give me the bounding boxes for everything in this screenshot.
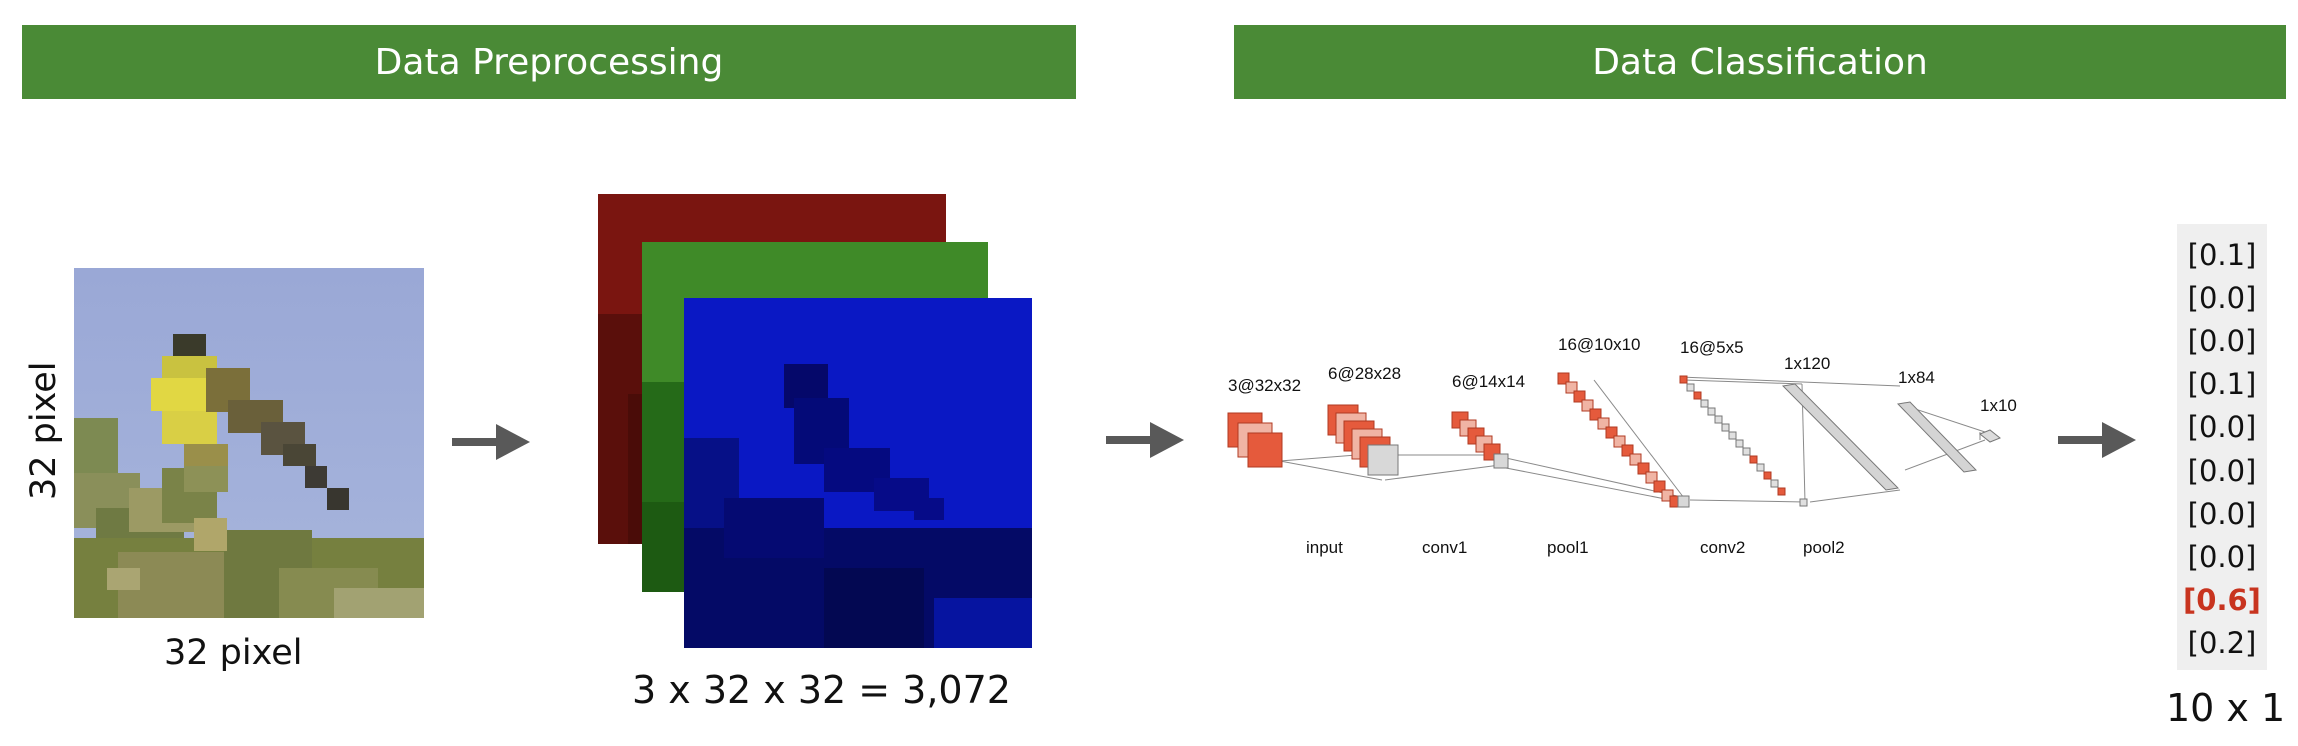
pool1-maps [1451,411,1509,469]
fc10-layer [1979,429,2001,443]
output-value: [0.1] [2187,238,2257,272]
output-value: [0.1] [2187,367,2257,402]
bird-image [74,268,424,618]
output-value: [0.0] [2187,496,2257,531]
layer-label: conv2 [1700,538,1745,557]
layer-label: input [1306,538,1343,557]
bird [151,334,349,510]
output-value: [0.0] [2187,453,2257,488]
shape-label: 6@28x28 [1328,364,1401,383]
width-label: 32 pixel [164,633,303,673]
output-value: [0.0] [2187,539,2257,574]
shape-label: 3@32x32 [1228,376,1301,395]
output-value: [0.2] [2187,625,2257,660]
conv1-maps [1327,404,1399,476]
data-classification-banner: Data Classification [1234,25,2286,99]
conv2-maps [1557,372,1690,508]
shape-label: 1x120 [1784,354,1830,373]
layer-label: conv1 [1422,538,1467,557]
output-dims: 10 x 1 [2166,686,2286,730]
input-layer-maps [1227,412,1283,468]
shape-label: 16@10x10 [1558,335,1641,354]
output-value: [0.0] [2187,281,2257,316]
blue-channel [684,298,1032,648]
pool2-maps [1679,375,1808,507]
foliage [74,418,424,618]
arrow-icon [452,424,530,460]
shape-label: 16@5x5 [1680,338,1744,357]
output-value-highlighted: [0.6] [2183,582,2261,617]
output-value: [0.0] [2187,324,2257,359]
shape-label: 1x84 [1898,368,1935,387]
fc84-layer [1896,401,1978,473]
layer-label: pool2 [1803,538,1845,557]
cnn-architecture-diagram: 3@32x32 6@28x28 6@14x14 16@10x10 16@5x5 … [1227,335,2017,557]
shape-label: 6@14x14 [1452,372,1525,391]
channels-formula: 3 x 32 x 32 = 3,072 [632,668,1011,712]
banner-title: Data Classification [1592,41,1928,83]
banner-title: Data Preprocessing [374,41,724,83]
output-vector: [0.1] [0.0] [0.0] [0.1] [0.0] [0.0] [0.0… [2177,224,2267,670]
arrow-icon [1106,422,1184,458]
output-value: [0.0] [2187,410,2257,445]
fc120-layer [1781,383,1900,491]
data-preprocessing-banner: Data Preprocessing [22,25,1076,99]
arrow-icon [2058,422,2136,458]
shape-label: 1x10 [1980,396,2017,415]
height-label: 32 pixel [24,361,64,501]
layer-label: pool1 [1547,538,1589,557]
